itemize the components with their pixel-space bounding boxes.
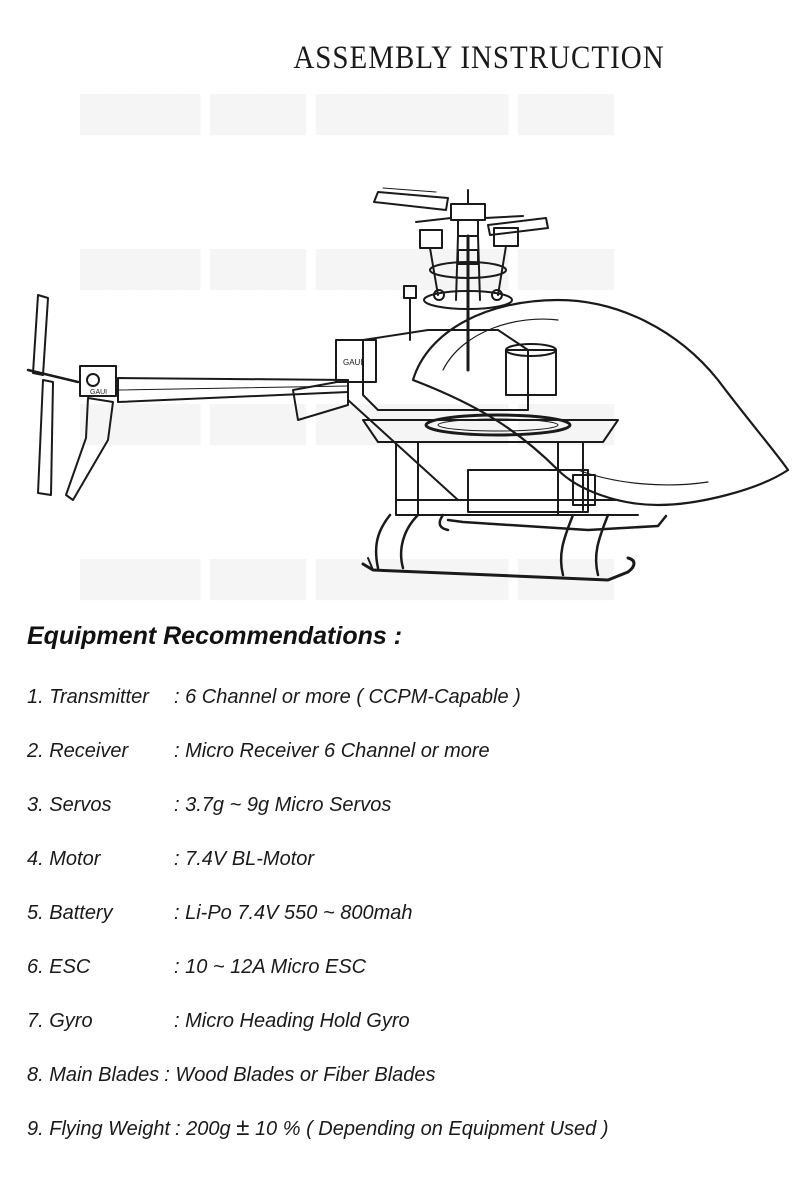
- spec-label: 2. Receiver: [27, 740, 129, 762]
- spec-value: : Micro Heading Hold Gyro: [174, 1010, 410, 1032]
- list-item: 4. Motor : 7.4V BL-Motor: [27, 848, 608, 902]
- section-heading-equipment: Equipment Recommendations :: [27, 622, 403, 650]
- spec-value-after: 10 % ( Depending on Equipment Used ): [254, 1118, 609, 1140]
- spec-label: 7. Gyro: [27, 1010, 93, 1032]
- helicopter-line-drawing-icon: GAUI GAUI: [26, 187, 790, 582]
- list-item: 1. Transmitter : 6 Channel or more ( CCP…: [27, 686, 608, 740]
- spec-value: : Micro Receiver 6 Channel or more: [174, 740, 490, 762]
- spec-value: : 7.4V BL-Motor: [174, 848, 315, 870]
- page-title: ASSEMBLY INSTRUCTION: [293, 40, 665, 76]
- spec-value: : 200g ± 10 % ( Depending on Equipment U…: [175, 1116, 609, 1141]
- list-item: 3. Servos : 3.7g ~ 9g Micro Servos: [27, 794, 608, 848]
- equipment-list: 1. Transmitter : 6 Channel or more ( CCP…: [27, 686, 608, 1172]
- list-item: 5. Battery : Li-Po 7.4V 550 ~ 800mah: [27, 902, 608, 956]
- list-item: 6. ESC : 10 ~ 12A Micro ESC: [27, 956, 608, 1010]
- spec-value-before: : 200g: [175, 1118, 231, 1140]
- spec-value: : 3.7g ~ 9g Micro Servos: [174, 794, 392, 816]
- spec-value: : 6 Channel or more ( CCPM-Capable ): [174, 686, 521, 708]
- spec-value: : Wood Blades or Fiber Blades: [164, 1064, 436, 1086]
- spec-value: : Li-Po 7.4V 550 ~ 800mah: [174, 902, 413, 924]
- spec-label: 4. Motor: [27, 848, 101, 870]
- watermark: █████ ████ ████████ ████: [80, 95, 614, 134]
- spec-value: : 10 ~ 12A Micro ESC: [174, 956, 367, 978]
- list-item: 9. Flying Weight : 200g ± 10 % ( Dependi…: [27, 1116, 609, 1172]
- spec-label: 5. Battery: [27, 902, 113, 924]
- plus-minus-symbol: ±: [236, 1114, 250, 1141]
- spec-label: 8. Main Blades: [27, 1064, 160, 1086]
- spec-label: 1. Transmitter: [27, 686, 149, 708]
- svg-text:GAUI: GAUI: [343, 358, 363, 367]
- spec-label: 3. Servos: [27, 794, 112, 816]
- list-item: 2. Receiver : Micro Receiver 6 Channel o…: [27, 740, 608, 794]
- list-item: 8. Main Blades : Wood Blades or Fiber Bl…: [27, 1064, 608, 1118]
- svg-text:GAUI: GAUI: [90, 389, 107, 396]
- list-item: 7. Gyro : Micro Heading Hold Gyro: [27, 1010, 608, 1064]
- spec-label: 6. ESC: [27, 956, 91, 978]
- spec-label: 9. Flying Weight: [27, 1118, 171, 1140]
